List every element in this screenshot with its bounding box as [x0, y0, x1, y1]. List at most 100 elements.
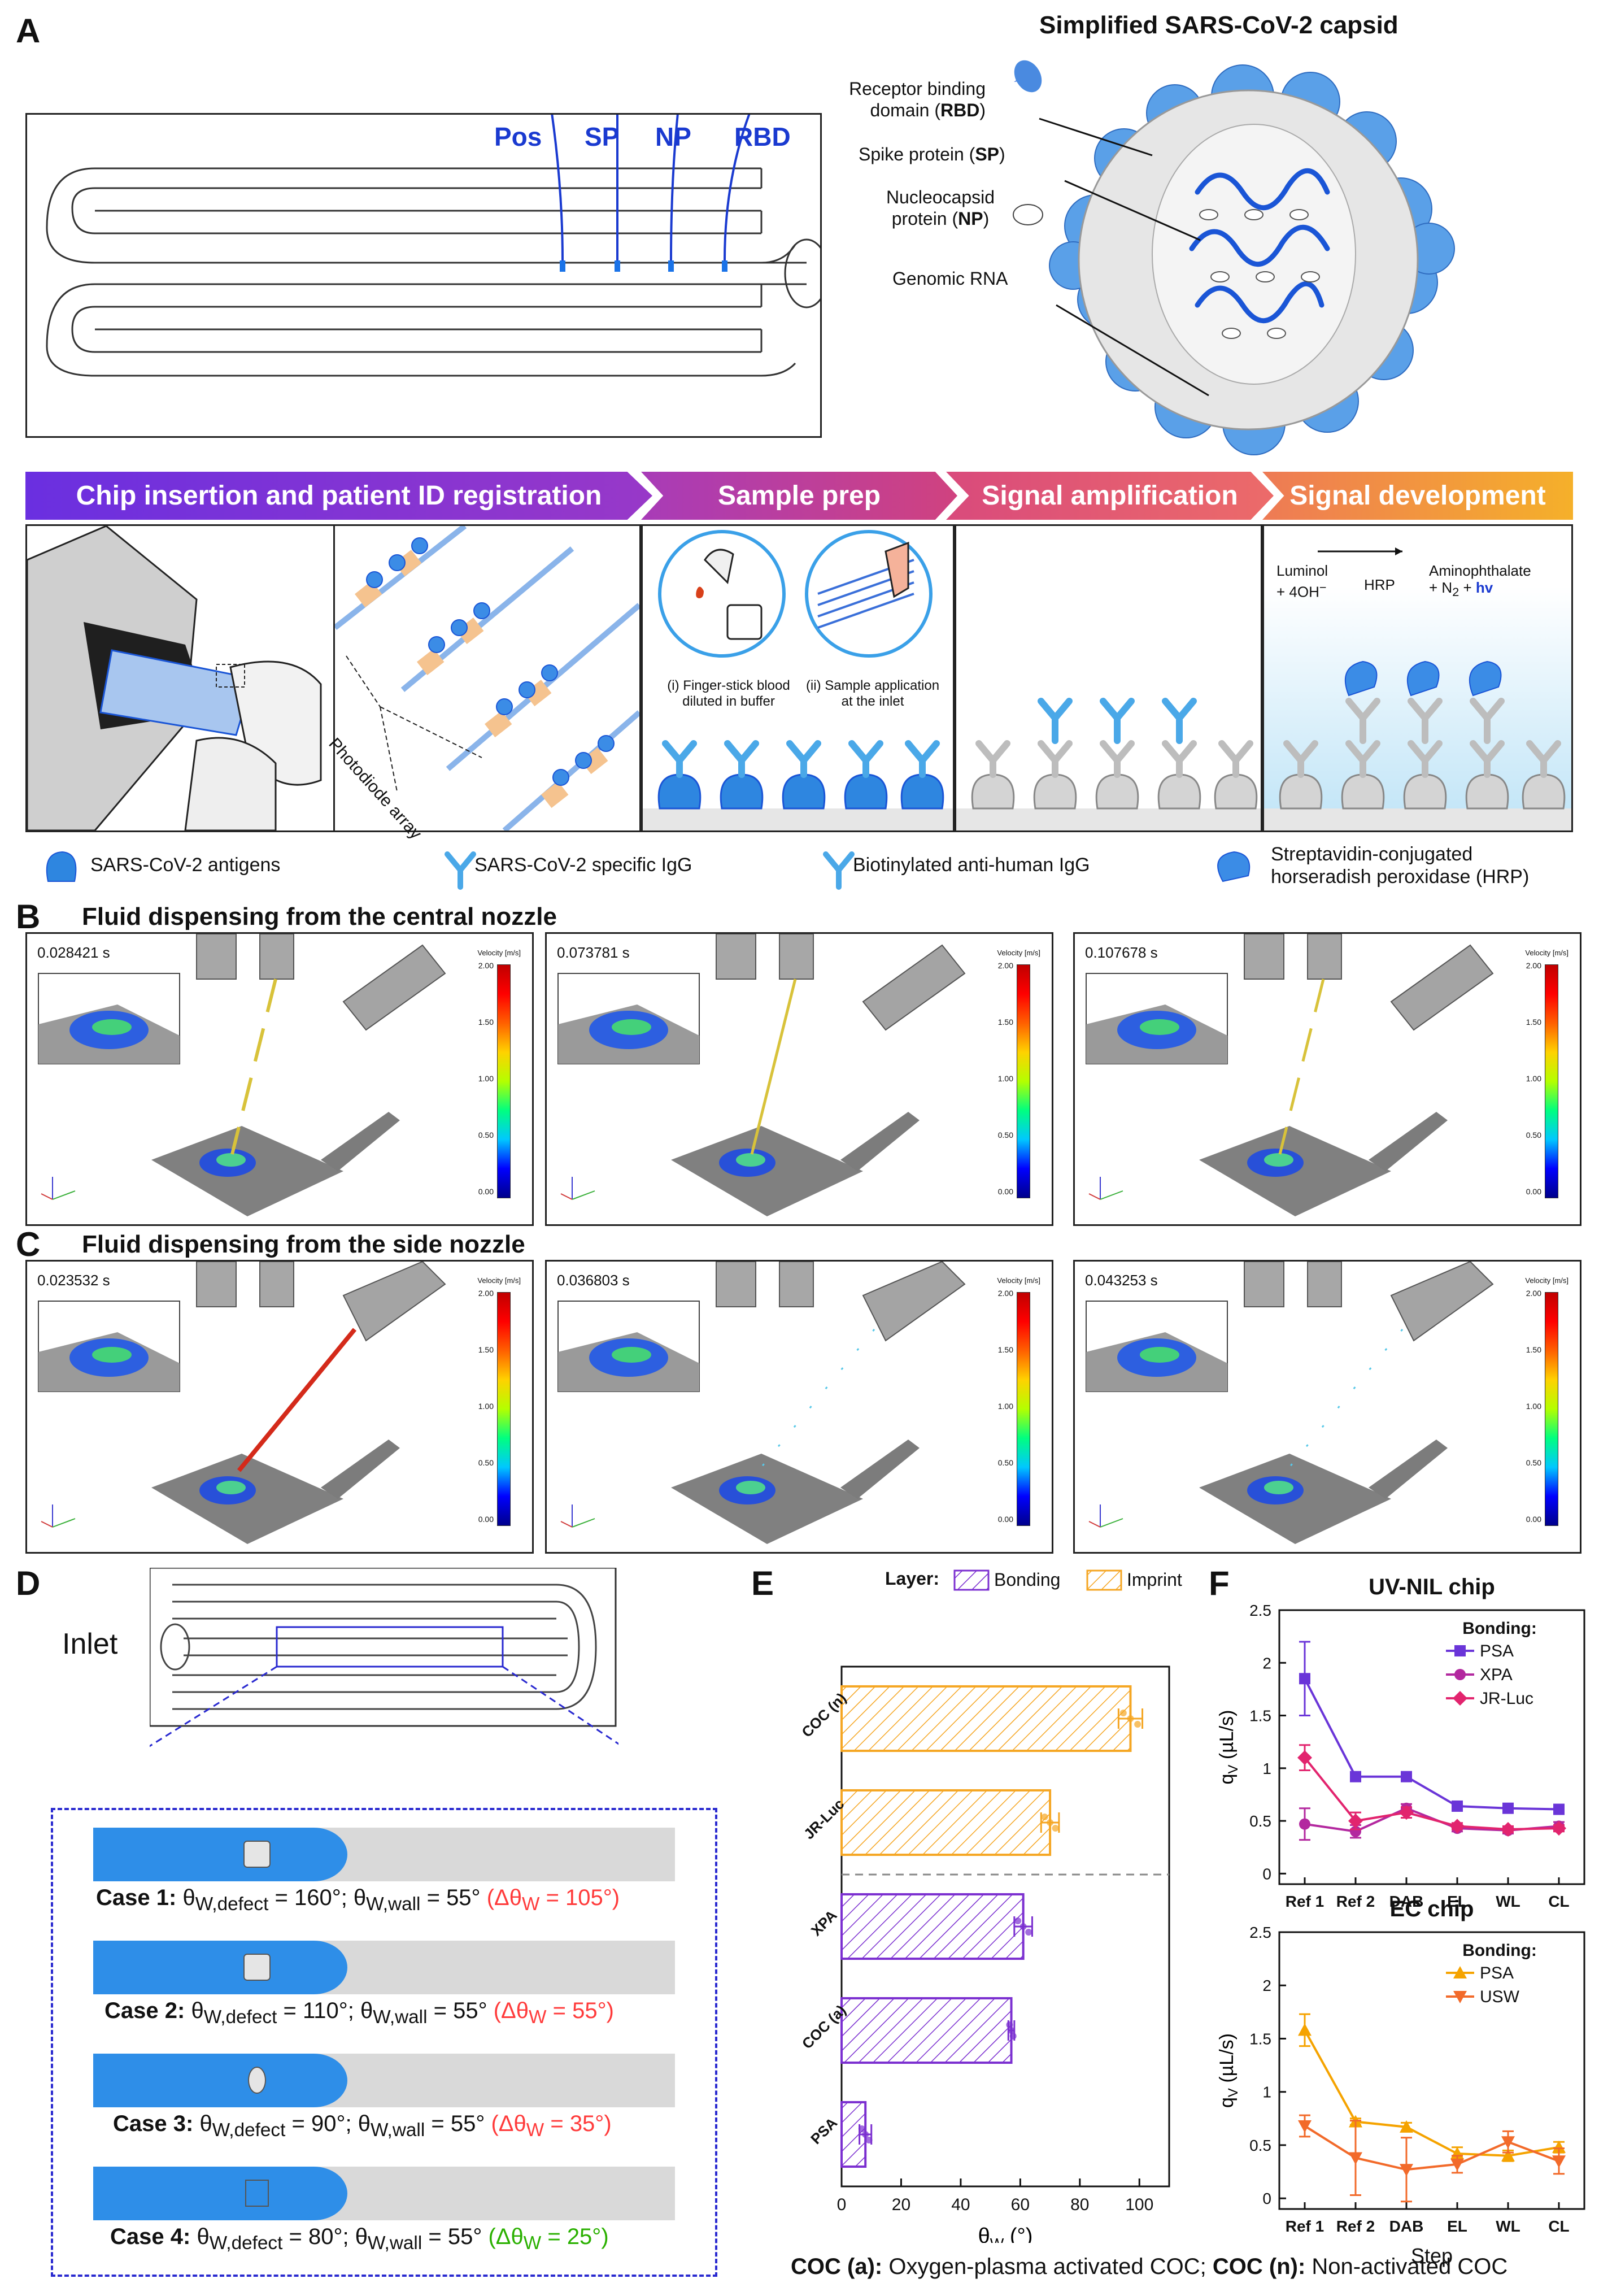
legend-biotinylated-igg: Biotinylated anti-human IgG	[853, 854, 1090, 876]
step-sample-prep: Sample prep	[641, 472, 957, 520]
data-point	[858, 2125, 865, 2132]
velocity-colorbar	[1017, 1292, 1030, 1526]
step-signal-development: Signal development	[1262, 472, 1573, 520]
data-point	[1006, 2021, 1013, 2028]
legend-swatch-imprint	[1086, 1569, 1122, 1591]
panel-label-b: B	[16, 898, 41, 936]
colorbar-tick: 1.50	[478, 1345, 494, 1354]
sim-time-label: 0.043253 s	[1085, 1272, 1158, 1289]
x-tick-label: CL	[1548, 1893, 1569, 1910]
sp-label: Spike protein (SP)	[859, 144, 1005, 164]
channel-label-rbd: RBD	[734, 122, 791, 151]
x-tick-label: WL	[1496, 2217, 1520, 2235]
y-tick-label: 0.5	[1249, 2137, 1271, 2154]
inlet-label: Inlet	[62, 1628, 118, 1660]
x-tick-label: Ref 2	[1336, 1893, 1375, 1910]
igg-icon	[445, 851, 476, 890]
data-point	[1297, 1750, 1312, 1766]
chart-e-legend-title: Layer:	[885, 1568, 939, 1589]
step-signal-amplification: Signal amplification	[946, 472, 1274, 520]
category-label: PSA	[807, 2114, 840, 2147]
bar-coc-n-	[840, 1685, 1132, 1753]
legend-label: PSA	[1480, 1642, 1514, 1660]
data-point	[1501, 2149, 1515, 2162]
data-point	[862, 2131, 869, 2138]
data-point	[1299, 1673, 1310, 1685]
panel-label-c: C	[16, 1225, 41, 1263]
y-tick-label: 2	[1262, 1977, 1271, 1994]
photodiode-illustration	[333, 524, 641, 832]
data-point	[1552, 2140, 1566, 2153]
case-channel-2	[93, 1941, 675, 1994]
case-zoom-box	[51, 1808, 717, 2277]
data-point	[1350, 1771, 1361, 1782]
series-line-usw	[1304, 2125, 1559, 2171]
footnote: COC (a): Oxygen-plasma activated COC; CO…	[791, 2254, 1508, 2279]
chip-channel-svg	[46, 97, 829, 377]
colorbar-title: Velocity [m/s]	[477, 949, 521, 957]
y-tick-label: 1	[1262, 2084, 1271, 2101]
sim-render	[38, 934, 446, 1216]
data-point	[1399, 1805, 1414, 1820]
channel-label-sp: SP	[585, 122, 620, 151]
colorbar-tick: 0.50	[478, 1130, 494, 1140]
signal-amplification-illustration	[955, 524, 1262, 832]
panel-c-title: Fluid dispensing from the side nozzle	[82, 1230, 525, 1258]
sim-time-label: 0.073781 s	[557, 944, 630, 961]
colorbar-tick: 0.00	[1526, 1515, 1541, 1524]
data-point	[1501, 1822, 1515, 1837]
surface-defect	[243, 1841, 271, 1868]
legend-swatch-bonding	[953, 1569, 990, 1591]
data-point	[1553, 1803, 1565, 1815]
data-point	[1025, 1929, 1032, 1936]
y-tick-label: 2.5	[1249, 1602, 1271, 1619]
panel-label-f: F	[1209, 1564, 1230, 1602]
colorbar-tick: 0.50	[997, 1130, 1013, 1140]
chart-frame	[1278, 1609, 1585, 1885]
colorbar-tick: 1.50	[1526, 1345, 1541, 1354]
legend-label-imprint: Imprint	[1127, 1569, 1182, 1590]
legend-label: XPA	[1480, 1666, 1513, 1684]
category-label: JR-Luc	[800, 1795, 848, 1843]
case-channel-4	[93, 2167, 675, 2220]
data-point	[1348, 1814, 1363, 1829]
y-tick-label: 1.5	[1249, 2030, 1271, 2047]
surface-defect	[243, 1954, 271, 1981]
legend-marker	[1453, 1966, 1467, 1978]
antigen-icon	[46, 851, 77, 882]
colorbar-title: Velocity [m/s]	[997, 1276, 1040, 1285]
data-point	[1450, 1819, 1465, 1834]
fluid-front	[93, 2167, 347, 2220]
colorbar-tick: 1.00	[1526, 1074, 1541, 1083]
velocity-colorbar	[497, 1292, 511, 1526]
fluid-front	[93, 1828, 347, 1881]
velocity-colorbar	[1017, 964, 1030, 1198]
x-tick-label: Ref 1	[1286, 1893, 1324, 1910]
x-tick-label: CL	[1548, 2217, 1569, 2235]
colorbar-tick: 1.50	[478, 1017, 494, 1027]
legend-icons	[46, 851, 1251, 890]
sample-prep-illustration	[641, 524, 955, 832]
x-tick-label: Ref 1	[1286, 2217, 1324, 2235]
sim-render	[1086, 1262, 1494, 1544]
rna-label: Genomic RNA	[892, 268, 1008, 289]
bar-jr-luc	[840, 1789, 1052, 1856]
panel-label-d: D	[16, 1564, 41, 1602]
data-point	[1052, 1825, 1059, 1832]
y-tick-label: 2	[1262, 1654, 1271, 1672]
x-tick-label: 60	[1011, 2195, 1030, 2214]
x-tick-label: DAB	[1389, 2217, 1424, 2235]
colorbar-tick: 0.00	[1526, 1187, 1541, 1196]
y-axis-label: qV (µL/s)	[1216, 2033, 1241, 2108]
category-label: XPA	[808, 1907, 840, 1940]
case-channel-1	[93, 1828, 675, 1881]
data-point	[865, 2137, 873, 2143]
colorbar-title: Velocity [m/s]	[1525, 949, 1568, 957]
data-point	[1400, 2120, 1413, 2133]
y-tick-label: 2.5	[1249, 1924, 1271, 1941]
series-line-psa	[1304, 2029, 1559, 2157]
signal-development-illustration	[1262, 524, 1573, 832]
